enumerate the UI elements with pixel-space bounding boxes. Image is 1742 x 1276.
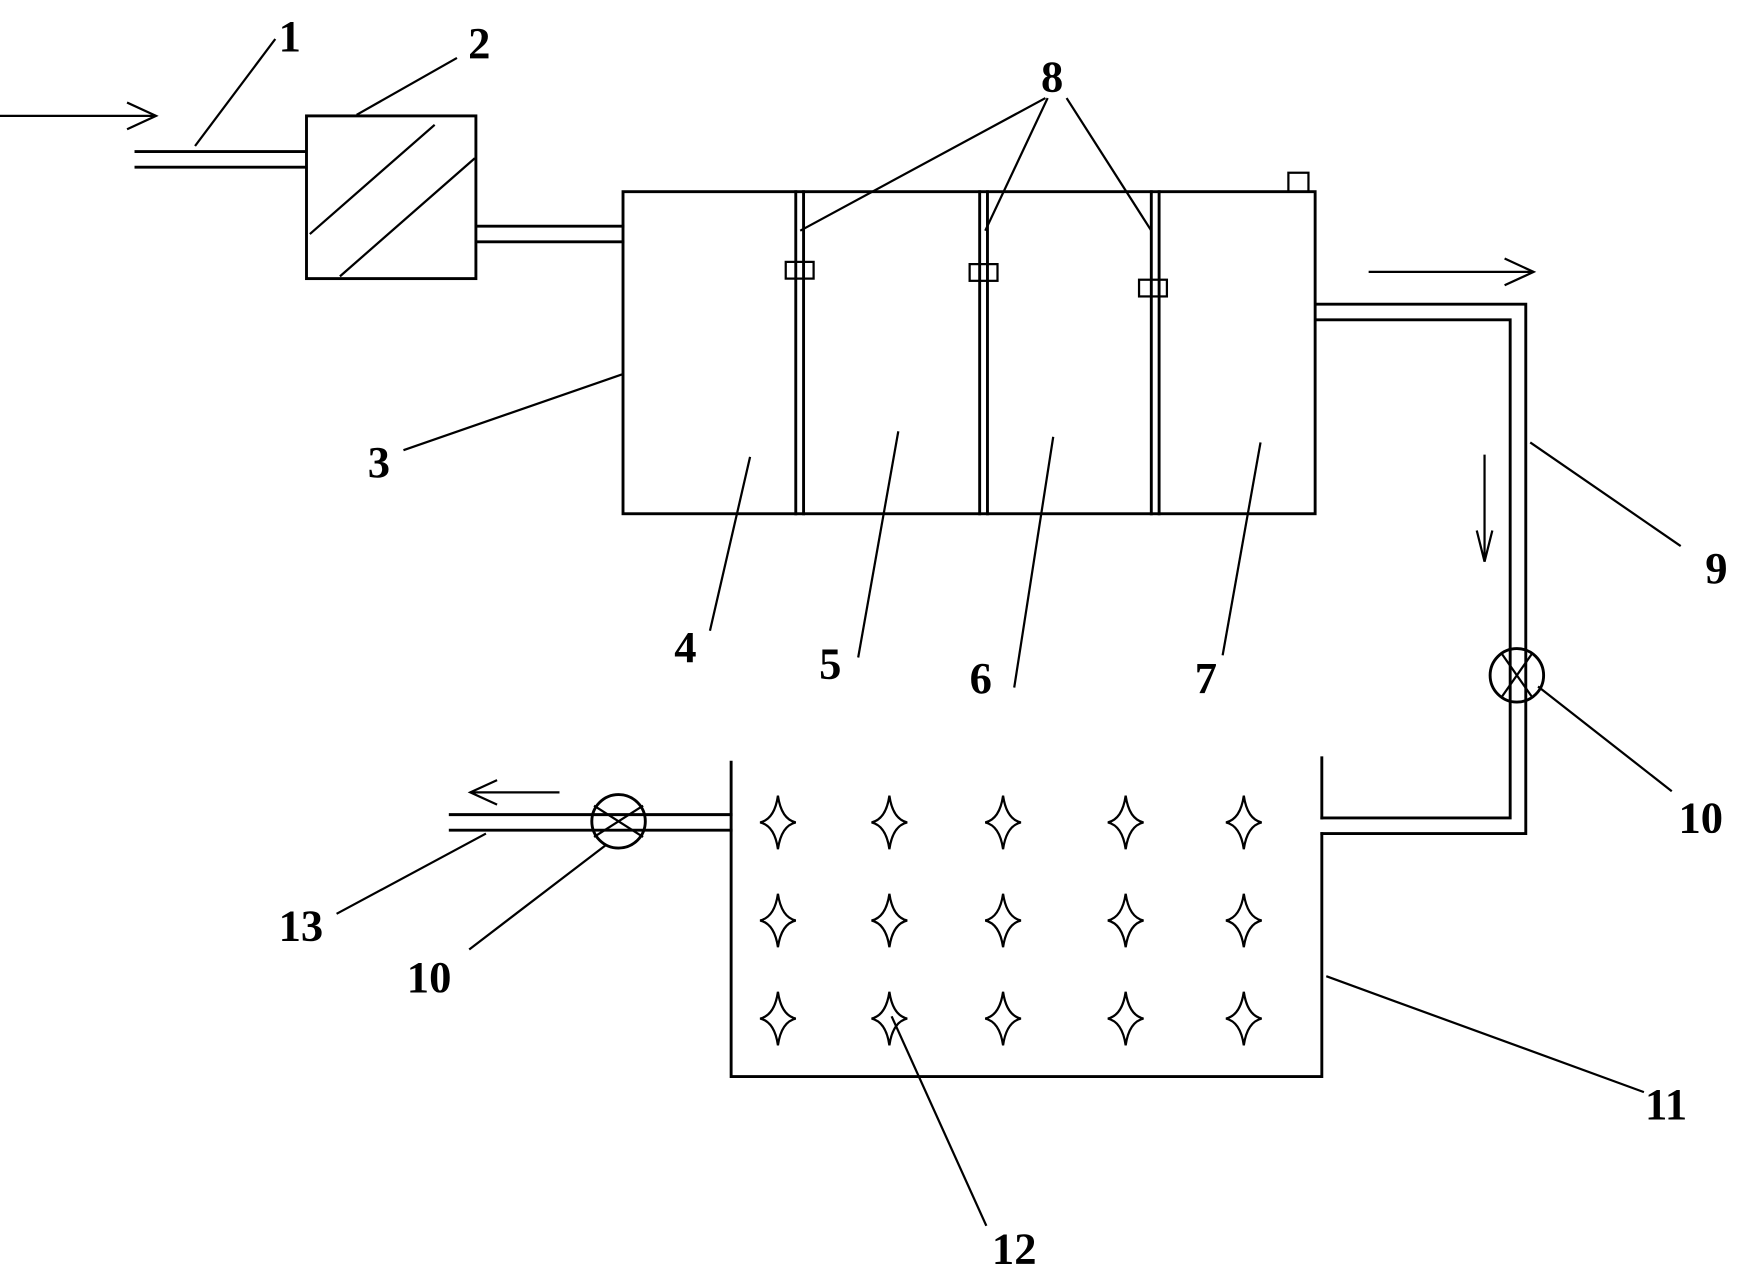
media-star-icon	[871, 991, 908, 1046]
label-3: 3	[368, 437, 390, 487]
filter-media	[759, 795, 1262, 1046]
label-4: 4	[674, 622, 696, 672]
label-13: 13	[279, 901, 324, 951]
inlet-flow-arrow	[0, 101, 159, 131]
vent-cap	[1287, 171, 1310, 193]
media-star-icon	[1107, 795, 1144, 850]
label-2: 2	[468, 18, 490, 68]
label-7: 7	[1195, 653, 1217, 703]
bottom-tank	[729, 756, 1324, 1078]
leader-lines	[194, 38, 1682, 1227]
labels: 1 2 3 4 5 6 7 8 9 10 11 12 13 10	[279, 11, 1728, 1273]
media-star-icon	[984, 991, 1022, 1046]
media-star-icon	[759, 795, 797, 850]
label-10-left: 10	[407, 952, 452, 1002]
media-star-icon	[759, 893, 797, 948]
media-star-icon	[1225, 991, 1262, 1046]
media-star-icon	[984, 893, 1022, 948]
outlet-flow-arrow	[1368, 257, 1537, 287]
baffle-1	[784, 190, 815, 516]
valve-right-icon	[1488, 647, 1546, 704]
label-11: 11	[1645, 1079, 1687, 1129]
inlet-pipe	[134, 150, 306, 169]
label-5: 5	[819, 639, 841, 689]
baffle-2	[968, 190, 999, 516]
label-9: 9	[1705, 543, 1727, 593]
media-star-icon	[1225, 795, 1262, 850]
pretreatment-unit	[305, 114, 478, 281]
media-star-icon	[1107, 893, 1144, 948]
label-6: 6	[970, 653, 992, 703]
label-10-right: 10	[1678, 792, 1723, 842]
main-tank	[621, 171, 1317, 516]
outlet-pipe	[1315, 302, 1528, 836]
media-star-icon	[1107, 991, 1144, 1046]
media-star-icon	[871, 893, 908, 948]
media-star-icon	[759, 991, 797, 1046]
label-8: 8	[1041, 51, 1063, 101]
media-star-icon	[871, 795, 908, 850]
label-12: 12	[992, 1224, 1037, 1274]
downflow-arrow	[1475, 454, 1494, 562]
baffle-3	[1137, 190, 1169, 516]
label-1: 1	[279, 11, 301, 61]
connecting-pipe	[475, 224, 625, 244]
valve-left-icon	[590, 793, 647, 850]
discharge-flow-arrow	[467, 779, 560, 806]
discharge-pipe	[448, 813, 733, 832]
media-star-icon	[1225, 893, 1262, 948]
media-star-icon	[984, 795, 1022, 850]
